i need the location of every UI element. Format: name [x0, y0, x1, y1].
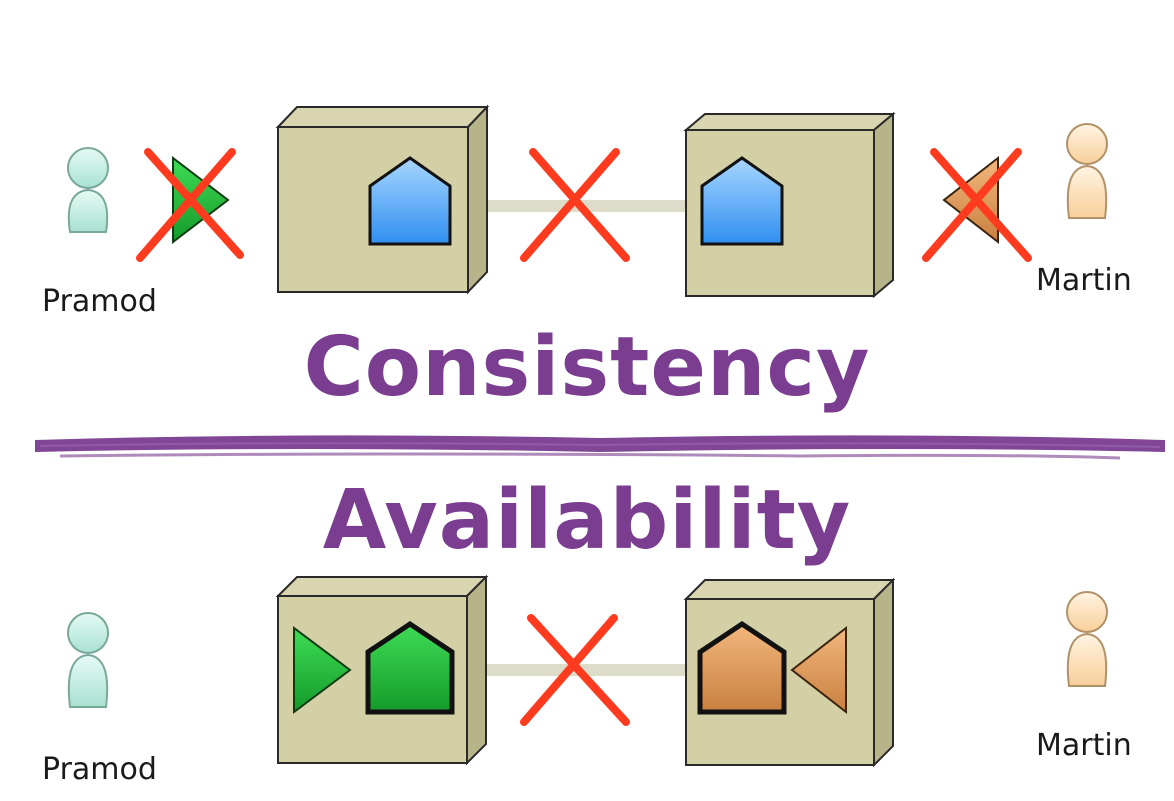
- pramod-user-icon: [67, 612, 109, 708]
- data-pentagon-icon: [365, 620, 455, 715]
- network-link: [484, 200, 689, 212]
- cross-icon: [520, 148, 630, 262]
- pramod-label: Pramod: [42, 284, 157, 319]
- cross-icon: [136, 148, 244, 262]
- arrow-triangle-icon: [790, 625, 847, 715]
- arrow-triangle-icon: [172, 155, 230, 245]
- availability-title: Availability: [322, 473, 852, 568]
- martin-user-icon: [1066, 591, 1108, 687]
- data-pentagon-icon: [700, 156, 784, 246]
- data-pentagon-icon: [697, 620, 787, 715]
- data-pentagon-icon: [368, 156, 452, 246]
- cross-icon: [922, 148, 1032, 262]
- divider-stroke: [35, 435, 1165, 460]
- pramod-label: Pramod: [42, 752, 157, 787]
- consistency-title: Consistency: [303, 320, 871, 415]
- pramod-user-icon: [67, 147, 109, 233]
- cross-icon: [520, 614, 630, 726]
- arrow-triangle-icon: [942, 155, 999, 245]
- martin-label: Martin: [1036, 728, 1132, 763]
- arrow-triangle-icon: [293, 626, 352, 714]
- martin-label: Martin: [1036, 263, 1132, 298]
- network-link: [484, 664, 689, 676]
- martin-user-icon: [1066, 123, 1108, 219]
